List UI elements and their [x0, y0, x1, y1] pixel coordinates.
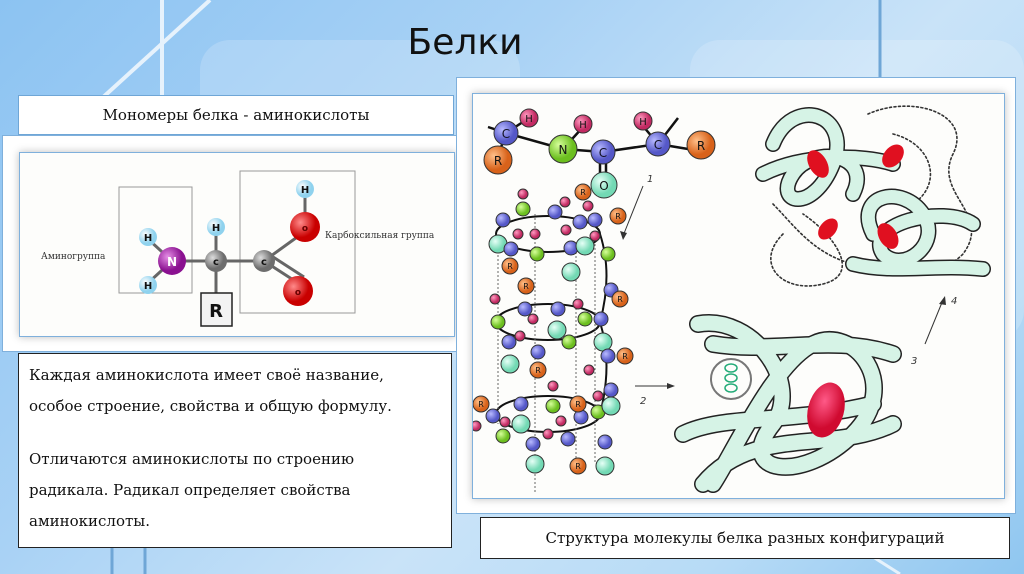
helix-detail-icon — [710, 358, 752, 400]
svg-text:c: c — [213, 257, 219, 268]
svg-text:H: H — [212, 223, 220, 234]
svg-text:H: H — [639, 117, 647, 128]
protein-structure-frame: C H R N H C O H C R 1 — [456, 77, 1016, 514]
svg-text:N: N — [559, 143, 568, 157]
monomers-caption-box: Мономеры белка - аминокислоты — [18, 95, 454, 135]
svg-text:R: R — [494, 154, 502, 168]
description-line: радикала. Радикал определяет свойства — [29, 481, 351, 499]
hydrogen-atom-icon: H — [296, 180, 314, 198]
svg-text:o: o — [302, 224, 308, 234]
svg-text:H: H — [579, 120, 587, 131]
oxygen-atom-icon: o — [283, 276, 313, 306]
svg-text:H: H — [301, 185, 309, 196]
svg-text:R: R — [615, 212, 621, 221]
svg-text:H: H — [144, 233, 152, 244]
oxygen-atom-icon: O — [590, 171, 618, 199]
hydrogen-atom-icon: H — [139, 228, 157, 246]
carbon-atom-icon: c — [253, 250, 275, 272]
protein-levels-illustration: C H R N H C O H C R 1 — [470, 105, 991, 494]
structure-caption-box: Структура молекулы белка разных конфигур… — [480, 517, 1010, 559]
nitrogen-atom-icon: N — [548, 134, 578, 164]
svg-text:2: 2 — [640, 396, 646, 407]
helix-atoms: R R R R R R R R R R — [470, 183, 634, 476]
svg-text:C: C — [599, 146, 607, 160]
carbon-atom-icon: C — [645, 131, 671, 157]
amino-acid-frame: H H N H c c H o o R Аминогруппа Карбокси… — [2, 135, 462, 352]
svg-text:C: C — [502, 127, 510, 141]
svg-text:H: H — [525, 114, 533, 125]
carboxyl-group-label: Карбоксильная группа — [325, 231, 435, 241]
amino-acid-structure: H H N H c c H o o R — [118, 170, 356, 327]
structure-caption: Структура молекулы белка разных конфигур… — [545, 529, 945, 547]
svg-text:R: R — [507, 262, 513, 271]
amino-group-label: Аминогруппа — [41, 252, 106, 262]
svg-text:R: R — [697, 139, 705, 153]
svg-text:c: c — [261, 257, 267, 268]
svg-text:R: R — [580, 188, 586, 197]
svg-text:C: C — [654, 138, 662, 152]
description-line: Каждая аминокислота имеет своё название, — [29, 366, 384, 384]
svg-text:R: R — [523, 282, 529, 291]
carbon-atom-icon: C — [590, 139, 616, 165]
hydrogen-atom-icon: H — [139, 276, 157, 294]
svg-text:R: R — [209, 301, 223, 322]
carbon-atom-icon: c — [205, 250, 227, 272]
svg-text:R: R — [478, 400, 484, 409]
svg-text:R: R — [575, 462, 581, 471]
svg-text:O: O — [599, 179, 608, 193]
hydrogen-atom-icon: H — [633, 111, 653, 131]
svg-text:1: 1 — [647, 174, 653, 185]
svg-text:4: 4 — [951, 296, 957, 307]
heme-icon — [807, 144, 904, 249]
hydrogen-atom-icon: H — [573, 114, 593, 134]
slide-title: Белки — [407, 22, 523, 63]
tertiary-structure — [674, 314, 902, 493]
quaternary-structure — [755, 105, 991, 287]
svg-text:R: R — [575, 400, 581, 409]
amino-acid-description: Каждая аминокислота имеет своё название,… — [18, 353, 452, 548]
svg-text:o: o — [295, 288, 301, 298]
description-line: особое строение, свойства и общую формул… — [29, 397, 392, 415]
svg-text:N: N — [167, 255, 177, 269]
radical-box: R — [200, 292, 233, 327]
description-line: Отличаются аминокислоты по строению — [29, 450, 355, 468]
amino-acid-diagram: H H N H c c H o o R Аминогруппа Карбокси… — [19, 152, 455, 337]
svg-text:3: 3 — [911, 356, 917, 367]
svg-text:R: R — [617, 295, 623, 304]
heme-icon — [807, 382, 845, 438]
radical-atom-icon: R — [686, 130, 716, 160]
svg-text:R: R — [535, 366, 541, 375]
nitrogen-atom-icon: N — [158, 247, 186, 275]
svg-text:R: R — [622, 352, 628, 361]
monomers-caption: Мономеры белка - аминокислоты — [102, 106, 370, 124]
description-line: аминокислоты. — [29, 512, 150, 530]
radical-atom-icon: R — [483, 145, 513, 175]
hydrogen-atom-icon: H — [207, 218, 225, 236]
hydrogen-atom-icon: H — [519, 108, 539, 128]
protein-structure-diagram: C H R N H C O H C R 1 — [470, 93, 1005, 499]
oxygen-atom-icon: o — [290, 212, 320, 242]
svg-text:H: H — [144, 281, 152, 292]
carbon-atom-icon: C — [493, 120, 519, 146]
